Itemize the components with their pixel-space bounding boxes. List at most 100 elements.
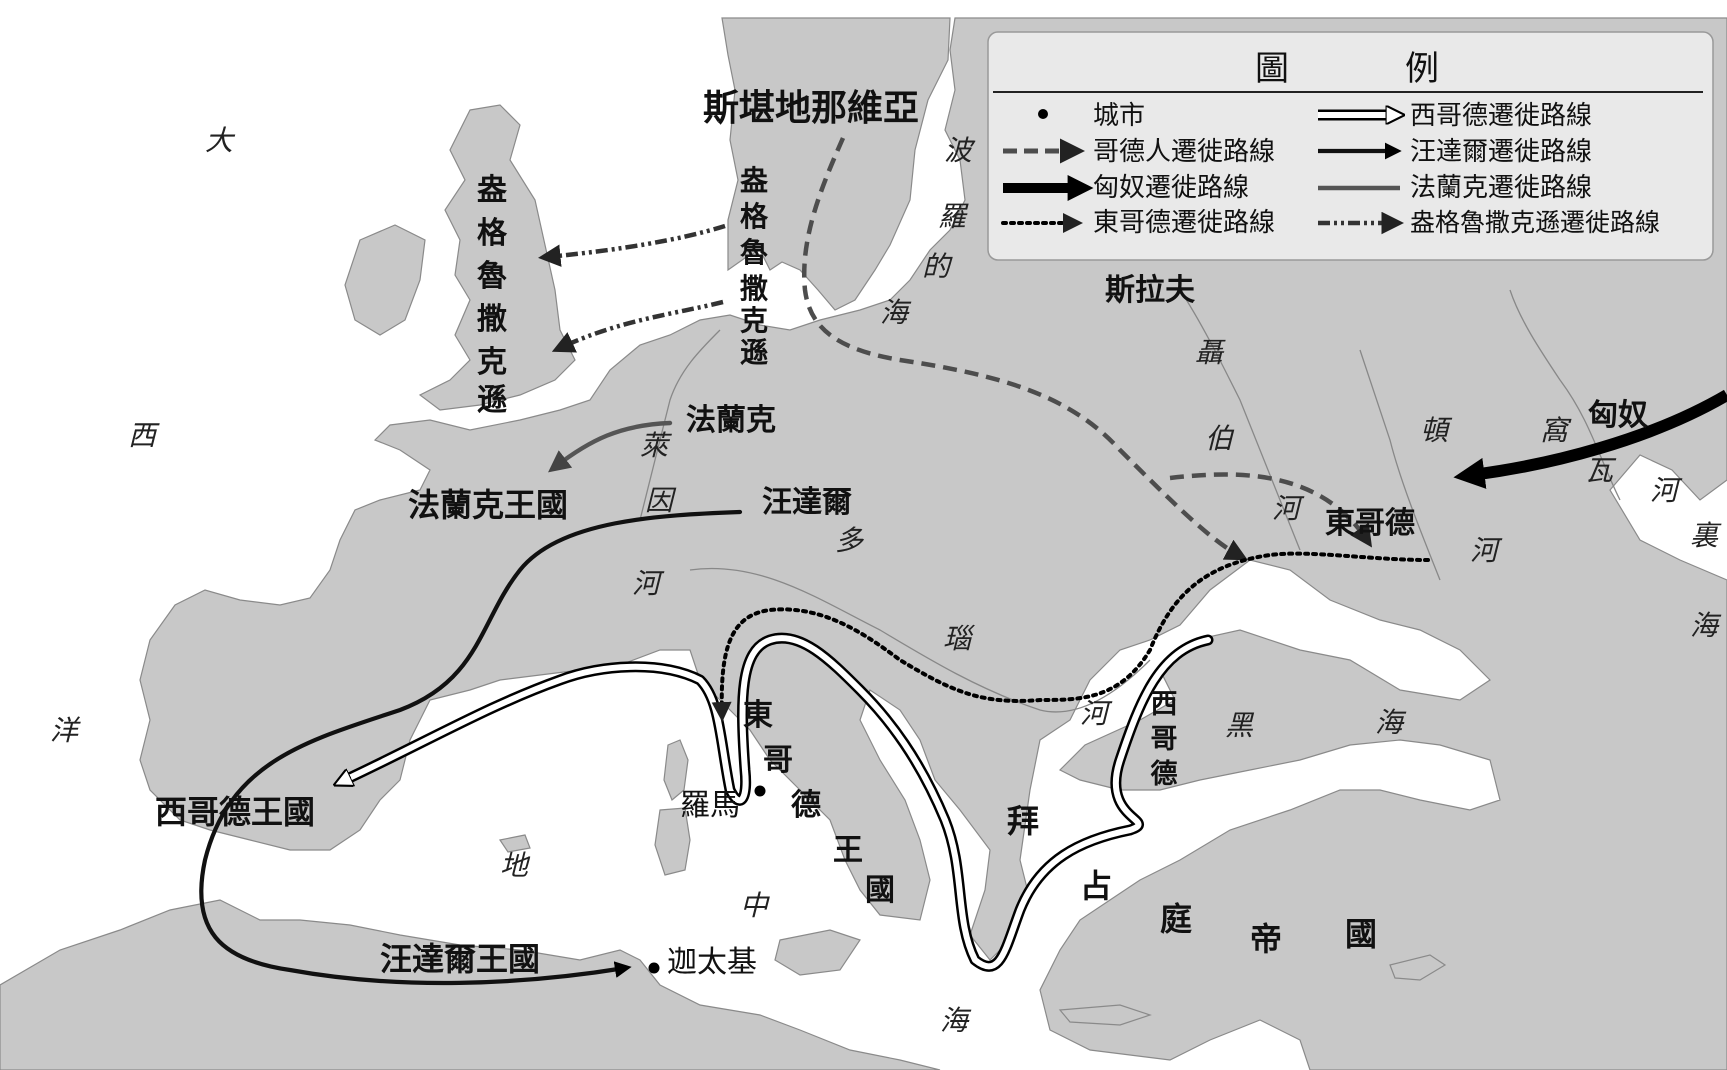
mediterranean-char-1: 地 <box>500 849 531 882</box>
label-scandinavia: 斯堪地那維亞 <box>703 88 919 129</box>
svg-text:盎: 盎 <box>740 164 768 197</box>
rivers-layer <box>639 289 1621 713</box>
region-labels: 斯堪地那維亞 盎 格 魯 撒 克 遜 盎 格 魯 撒 克 遜 法蘭克 法蘭克王國… <box>155 88 1648 980</box>
danube-char-1: 多 <box>835 524 865 557</box>
volga-char-3: 河 <box>1650 474 1683 507</box>
frank-route <box>548 420 673 473</box>
dnieper-char-1: 聶 <box>1195 336 1226 369</box>
svg-text:遜: 遜 <box>477 383 507 418</box>
caspian-char-2: 海 <box>1690 609 1722 642</box>
caspian-char-1: 裏 <box>1690 519 1722 552</box>
label-carthage: 迦太基 <box>667 945 757 980</box>
rhine-char-2: 因 <box>645 484 677 517</box>
don-char-2: 河 <box>1470 534 1503 567</box>
routes-layer <box>199 137 1727 986</box>
europe-mainland <box>139 17 1727 1070</box>
volga-river <box>1509 289 1621 501</box>
svg-text:王: 王 <box>833 833 863 868</box>
danube-char-3: 河 <box>1080 697 1113 730</box>
label-rome: 羅馬 <box>680 788 740 823</box>
goth-route-1 <box>802 137 1248 561</box>
legend-title-left: 圖 <box>1255 49 1289 89</box>
legend-goths-label: 哥德人遷徙路線 <box>1093 137 1275 167</box>
svg-text:德: 德 <box>1151 759 1178 790</box>
label-byzantine: 拜 占 庭 帝 國 <box>1007 802 1377 958</box>
goth-route-2 <box>1169 472 1373 548</box>
svg-text:盎: 盎 <box>477 173 507 208</box>
svg-text:德: 德 <box>791 788 821 823</box>
north-africa-landmass <box>0 899 941 1070</box>
ostrogoth-route <box>711 551 1430 722</box>
rome-city-dot <box>754 785 766 797</box>
dnieper-char-3: 河 <box>1272 492 1305 525</box>
svg-text:魯: 魯 <box>477 259 507 294</box>
dnieper-char-2: 伯 <box>1205 422 1235 455</box>
legend-city-symbol <box>1038 109 1048 119</box>
svg-text:哥: 哥 <box>1151 724 1178 755</box>
danube-river <box>689 567 1151 713</box>
corsica-landmass <box>663 739 689 801</box>
balearic-landmass <box>499 834 531 853</box>
legend: 圖 例 城市 哥德人遷徙路線 匈奴遷徙路線 東哥德遷徙路線 西哥德遷徙路線 汪達… <box>987 31 1714 261</box>
label-slavs: 斯拉夫 <box>1105 273 1196 308</box>
label-frankish-kingdom: 法蘭克王國 <box>408 486 568 524</box>
label-visigothic-kingdom: 西哥德王國 <box>155 793 315 831</box>
crete-landmass <box>1058 1004 1152 1026</box>
svg-text:遜: 遜 <box>740 336 768 369</box>
svg-text:撒: 撒 <box>477 302 507 337</box>
mediterranean-char-3: 海 <box>940 1004 972 1037</box>
legend-huns-label: 匈奴遷徙路線 <box>1093 173 1249 203</box>
legend-box <box>987 31 1714 261</box>
mediterranean-char-2: 中 <box>740 889 770 922</box>
label-ostrogoths: 東哥德 <box>1325 506 1415 541</box>
hun-route <box>1453 389 1727 489</box>
danube-char-2: 瑙 <box>943 622 975 655</box>
svg-text:庭: 庭 <box>1160 900 1192 938</box>
legend-anglosaxons-label: 盎格魯撒克遜遷徙路線 <box>1410 208 1660 237</box>
baltic-char-2: 羅 <box>938 200 969 233</box>
black-sea-char-2: 海 <box>1375 706 1407 739</box>
atlantic-char-2: 西 <box>128 419 160 452</box>
sicily-landmass <box>774 929 861 976</box>
great-britain-landmass <box>418 104 576 411</box>
don-river <box>1359 349 1441 581</box>
svg-text:格: 格 <box>740 200 769 233</box>
baltic-char-3: 的 <box>922 250 953 283</box>
legend-title-right: 例 <box>1405 49 1439 89</box>
atlantic-char-3: 洋 <box>50 714 81 747</box>
legend-ostrogoths-label: 東哥德遷徙路線 <box>1093 208 1275 238</box>
svg-text:國: 國 <box>865 873 895 908</box>
label-vandal-kingdom: 汪達爾王國 <box>380 940 540 978</box>
vandal-route <box>199 509 743 986</box>
volga-char-2: 瓦 <box>1585 454 1617 487</box>
rhine-char-1: 萊 <box>640 429 672 462</box>
sardinia-landmass <box>654 807 691 876</box>
rhine-river <box>639 329 721 521</box>
sea-labels: 大 西 洋 波 羅 的 海 萊 因 河 多 瑙 河 聶 伯 河 頓 河 窩 瓦 … <box>50 124 1722 1037</box>
baltic-char-1: 波 <box>944 134 976 167</box>
land-layer <box>0 17 1727 1070</box>
atlantic-char-1: 大 <box>205 124 236 157</box>
volga-char-1: 窩 <box>1540 414 1572 447</box>
svg-text:魯: 魯 <box>740 236 768 269</box>
svg-text:拜: 拜 <box>1007 802 1039 840</box>
cyprus-landmass <box>1389 954 1447 981</box>
carthage-city-dot <box>648 962 660 974</box>
anglosaxon-route-1 <box>538 223 726 267</box>
scandinavia-landmass <box>721 17 951 311</box>
svg-text:哥: 哥 <box>763 743 793 778</box>
rhine-char-3: 河 <box>632 567 665 600</box>
legend-vandals-label: 汪達爾遷徙路線 <box>1410 137 1592 167</box>
don-char-1: 頓 <box>1420 414 1453 447</box>
label-ostrogothic-kingdom: 東 哥 德 王 國 <box>743 698 895 908</box>
black-sea-char-1: 黑 <box>1225 709 1255 742</box>
svg-text:西: 西 <box>1151 689 1178 720</box>
svg-text:克: 克 <box>740 304 768 337</box>
svg-text:東: 東 <box>743 698 773 733</box>
label-anglosaxon-britain: 盎 格 魯 撒 克 遜 <box>477 173 508 418</box>
legend-visigoths-label: 西哥德遷徙路線 <box>1410 101 1592 131</box>
svg-text:撒: 撒 <box>740 272 768 305</box>
legend-city-label: 城市 <box>1093 101 1145 131</box>
legend-franks-label: 法蘭克遷徙路線 <box>1410 173 1592 203</box>
